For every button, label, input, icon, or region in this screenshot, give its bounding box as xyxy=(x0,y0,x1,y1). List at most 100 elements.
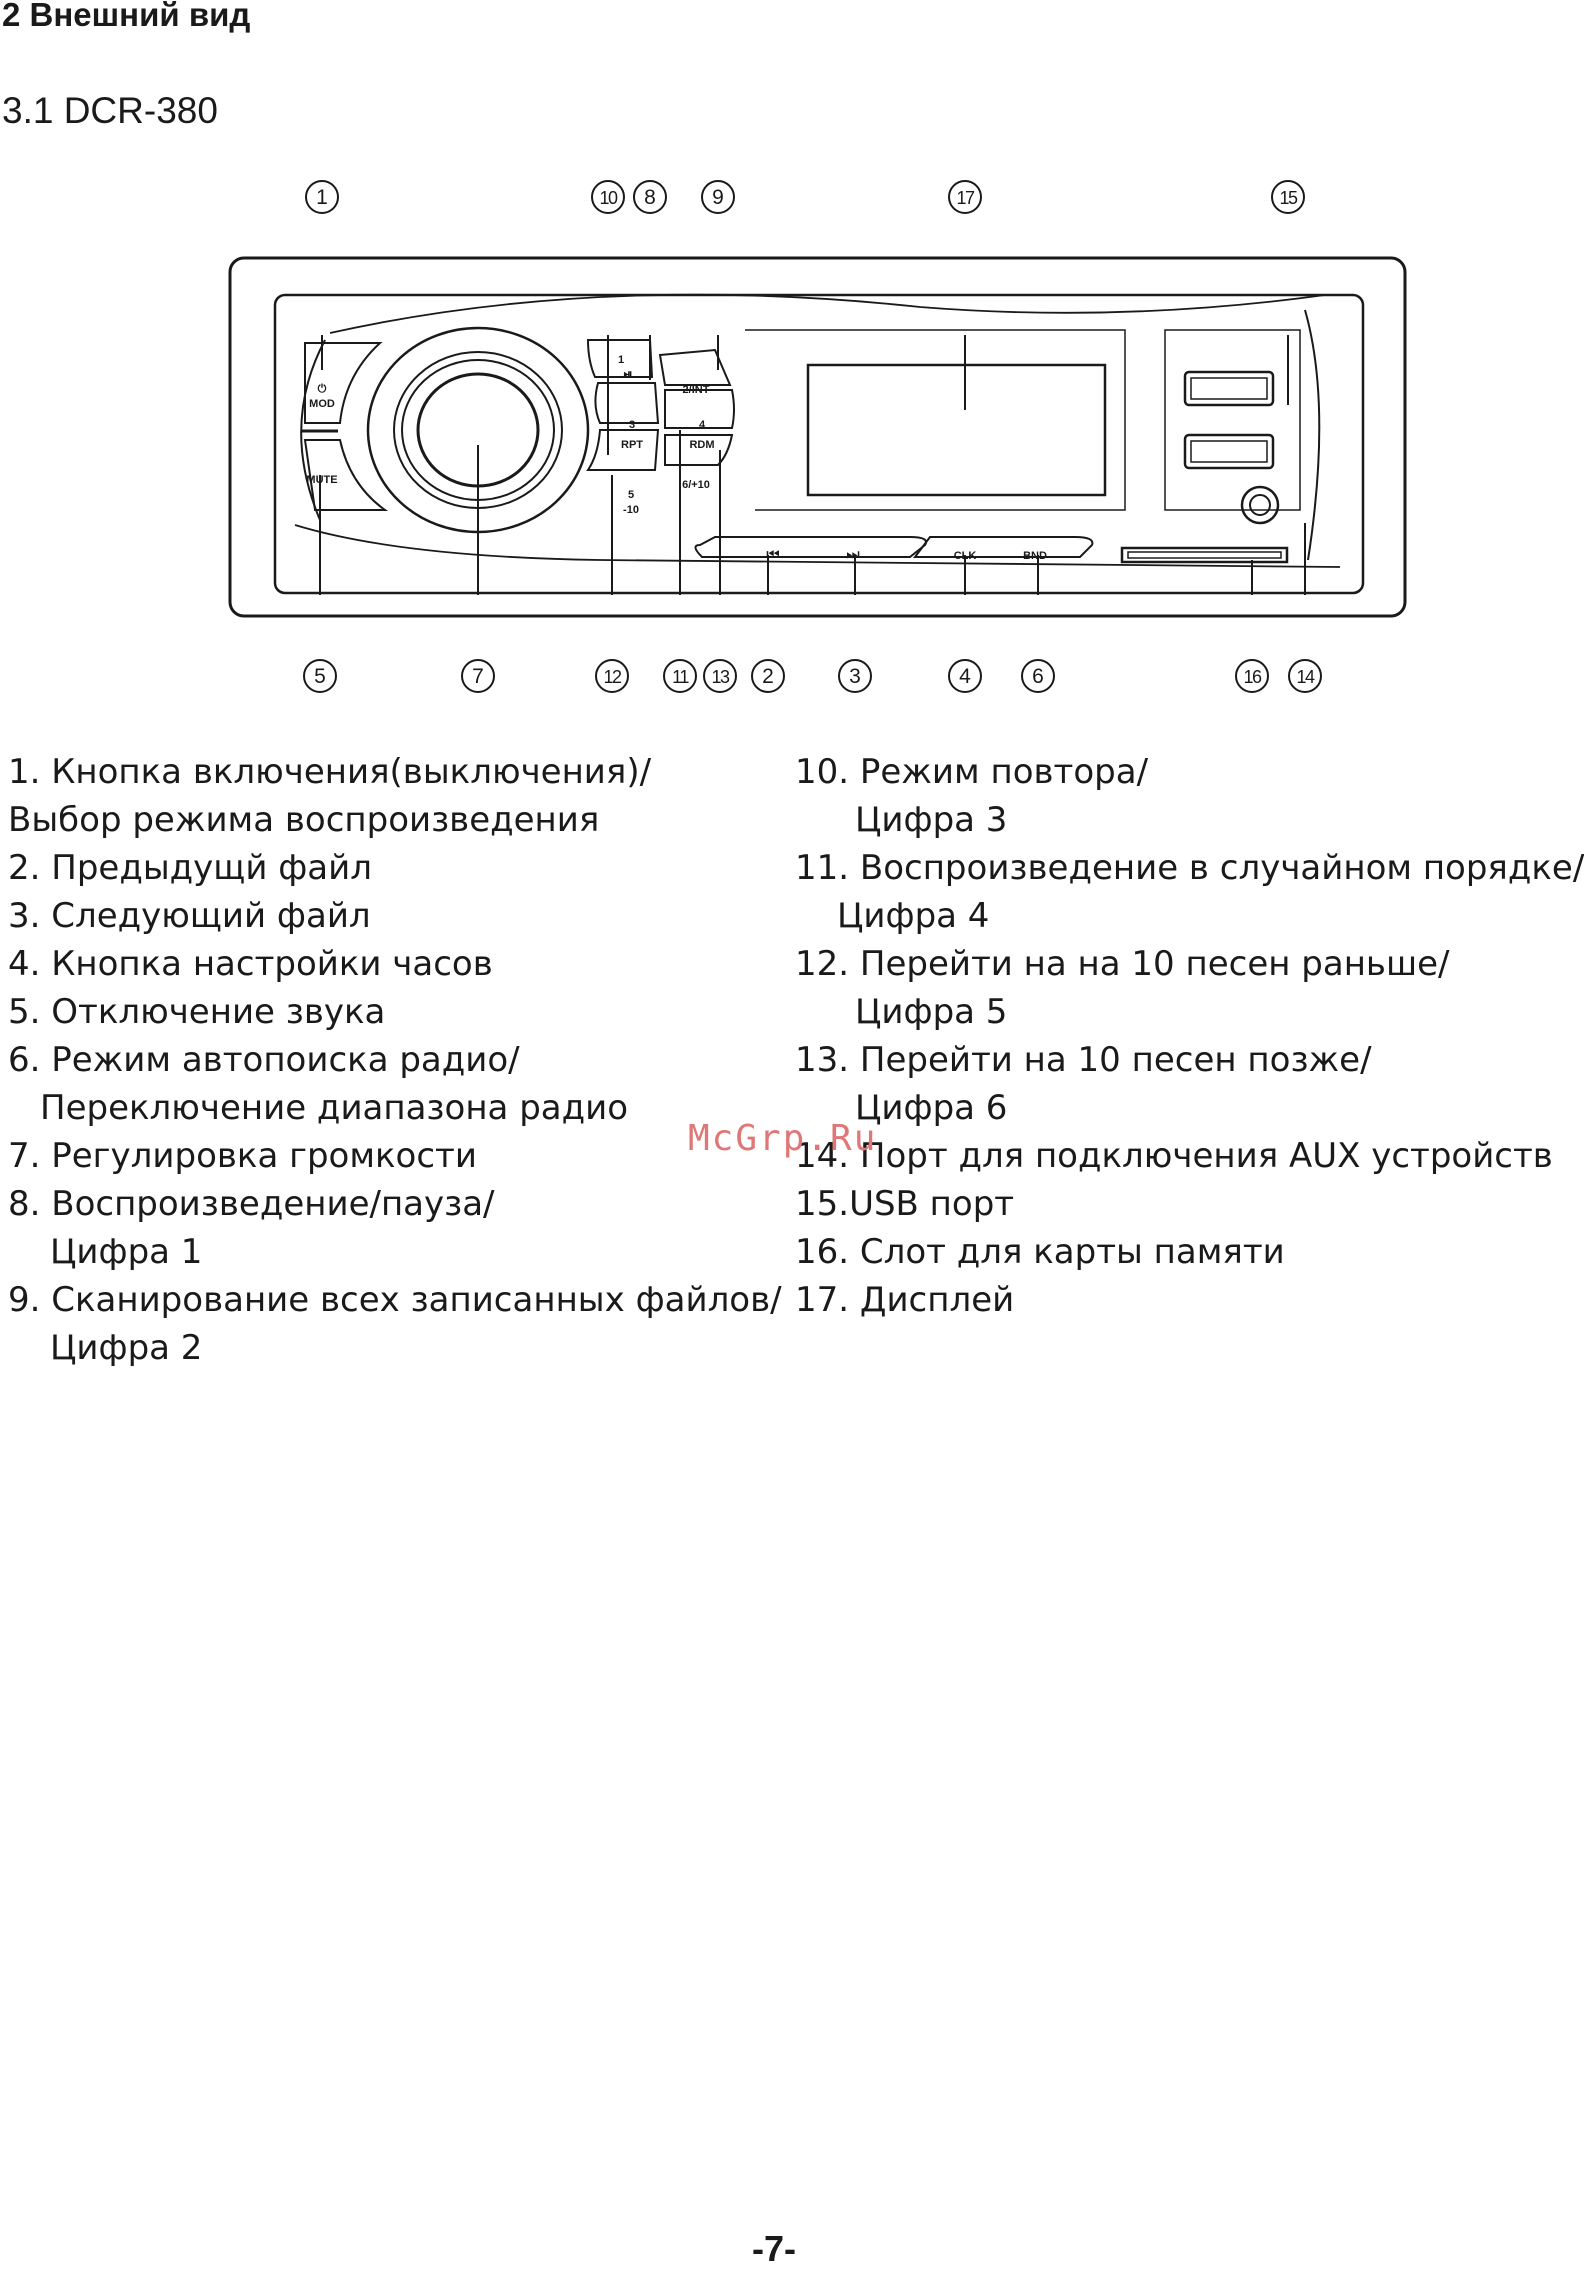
faceplate-right-edge xyxy=(1304,309,1321,561)
clk-label: CLK xyxy=(954,550,977,562)
legend-item: 9. Сканирование всех записанных файлов/Ц… xyxy=(8,1276,782,1372)
legend-item-text: 6. Режим автопоиска радио/ xyxy=(8,1040,520,1080)
legend-item: 11. Воспроизведение в случайном порядке/… xyxy=(795,844,1584,940)
callout-number-3: 3 xyxy=(849,665,861,688)
play-pause-icon: ⏯ xyxy=(624,368,633,380)
right-port-panel xyxy=(1164,329,1301,511)
section-heading: 2 Внешний вид xyxy=(2,0,251,33)
legend-item-text: 1. Кнопка включения(выключения)/ xyxy=(8,752,652,792)
faceplate-left-edge xyxy=(300,339,326,521)
aux-port xyxy=(1240,485,1280,525)
button-5-shape xyxy=(586,429,660,471)
aux-port-inner xyxy=(1249,494,1271,516)
callout-circle-5 xyxy=(303,659,337,693)
legend-item-continuation: Цифра 4 xyxy=(837,896,990,936)
legend-item-text: 15.USB порт xyxy=(795,1184,1015,1224)
callout-number-6: 6 xyxy=(1032,665,1044,688)
legend-item: 4. Кнопка настройки часов xyxy=(8,940,782,988)
legend-item: 17. Дисплей xyxy=(795,1276,1584,1324)
legend-item: 7. Регулировка громкости xyxy=(8,1132,782,1180)
model-subheading: 3.1 DCR-380 xyxy=(2,90,218,131)
callout-number-7: 7 xyxy=(472,665,484,688)
display-bezel xyxy=(745,329,1126,511)
button-2-shape xyxy=(658,348,732,386)
usb-port xyxy=(1183,370,1275,407)
legend-item: 16. Слот для карты памяти xyxy=(795,1228,1584,1276)
legend-item-text: 17. Дисплей xyxy=(795,1280,1015,1320)
callout-circle-12 xyxy=(595,659,629,693)
display-screen xyxy=(806,363,1107,497)
legend-item-text: 10. Режим повтора/ xyxy=(795,752,1149,792)
callout-number-4: 4 xyxy=(959,665,971,688)
button-4-number: 4 xyxy=(699,419,706,431)
legend-item: 5. Отключение звука xyxy=(8,988,782,1036)
inner-frame xyxy=(273,293,1365,595)
prev-track-icon: ⏮ xyxy=(766,546,780,563)
legend-item: 13. Перейти на 10 песен позже/Цифра 6 xyxy=(795,1036,1584,1132)
watermark: McGrp.Ru xyxy=(688,1118,878,1159)
legend-item-text: 9. Сканирование всех записанных файлов/ xyxy=(8,1280,782,1320)
callout-number-15: 15 xyxy=(1279,188,1298,208)
button-3-number: 3 xyxy=(629,419,635,431)
callout-number-8: 8 xyxy=(644,186,656,209)
callout-number-12: 12 xyxy=(603,667,622,687)
mute-button-shape xyxy=(303,439,389,511)
button-1-number: 1 xyxy=(618,354,624,366)
legend-item-continuation: Цифра 5 xyxy=(855,992,1008,1032)
callout-number-10: 10 xyxy=(599,188,618,208)
legend-item: 6. Режим автопоиска радио/Переключение д… xyxy=(8,1036,782,1132)
legend-item-text: 4. Кнопка настройки часов xyxy=(8,944,493,984)
legend-item-text: 3. Следующий файл xyxy=(8,896,371,936)
legend-item: 10. Режим повтора/Цифра 3 xyxy=(795,748,1584,844)
callout-circle-13 xyxy=(703,659,737,693)
legend-item-text: 13. Перейти на 10 песен позже/ xyxy=(795,1040,1372,1080)
legend-item-continuation: Цифра 1 xyxy=(50,1232,203,1272)
legend-left-column: 1. Кнопка включения(выключения)/Выбор ре… xyxy=(8,748,782,1372)
button-4-sublabel: RDM xyxy=(689,439,714,451)
callout-circle-14 xyxy=(1288,659,1322,693)
callout-number-16: 16 xyxy=(1243,667,1262,687)
legend-item-text: 14. Порт для подключения AUX устройств xyxy=(795,1136,1553,1176)
clk-bnd-button-bar xyxy=(913,536,1094,558)
callout-circle-9 xyxy=(701,180,735,214)
prev-next-button-bar xyxy=(694,536,927,558)
button-2-label: 2/INT xyxy=(683,384,710,396)
legend-item-text: 2. Предыдущй файл xyxy=(8,848,372,888)
callout-circle-7 xyxy=(461,659,495,693)
button-4-shape xyxy=(664,389,735,429)
button-1-shape xyxy=(586,339,654,378)
legend-item-text: 5. Отключение звука xyxy=(8,992,386,1032)
callout-number-1: 1 xyxy=(316,186,328,209)
callout-number-14: 14 xyxy=(1296,667,1315,687)
legend-item-continuation: Переключение диапазона радио xyxy=(40,1088,629,1128)
legend-item: 15.USB порт xyxy=(795,1180,1584,1228)
memory-card-slot xyxy=(1120,546,1289,564)
page-number: -7- xyxy=(752,2228,796,2269)
outer-frame xyxy=(228,256,1407,618)
faceplate-bottom-curve xyxy=(294,524,1341,568)
callout-circle-17 xyxy=(948,180,982,214)
callout-circle-10 xyxy=(591,180,625,214)
callout-number-2: 2 xyxy=(762,665,774,688)
callout-circle-15 xyxy=(1271,180,1305,214)
legend-item: 2. Предыдущй файл xyxy=(8,844,782,892)
callout-number-17: 17 xyxy=(956,188,975,208)
faceplate-top-curve xyxy=(329,293,1326,334)
mod-button-shape xyxy=(304,342,383,424)
power-icon: ⏻ xyxy=(318,382,327,395)
button-6-label: 6/+10 xyxy=(682,479,710,491)
legend-item: 3. Следующий файл xyxy=(8,892,782,940)
legend-item-continuation: Цифра 6 xyxy=(855,1088,1008,1128)
legend-item-continuation: Цифра 2 xyxy=(50,1328,203,1368)
callout-number-11: 11 xyxy=(672,667,689,687)
second-port xyxy=(1183,433,1275,470)
mute-label: MUTE xyxy=(306,474,337,486)
callout-number-5: 5 xyxy=(314,665,326,688)
second-port-inner xyxy=(1190,440,1268,463)
legend-item-text: 16. Слот для карты памяти xyxy=(795,1232,1285,1272)
button-6-shape xyxy=(664,434,734,466)
bnd-label: BND xyxy=(1023,550,1047,562)
mod-label: MOD xyxy=(309,398,335,410)
